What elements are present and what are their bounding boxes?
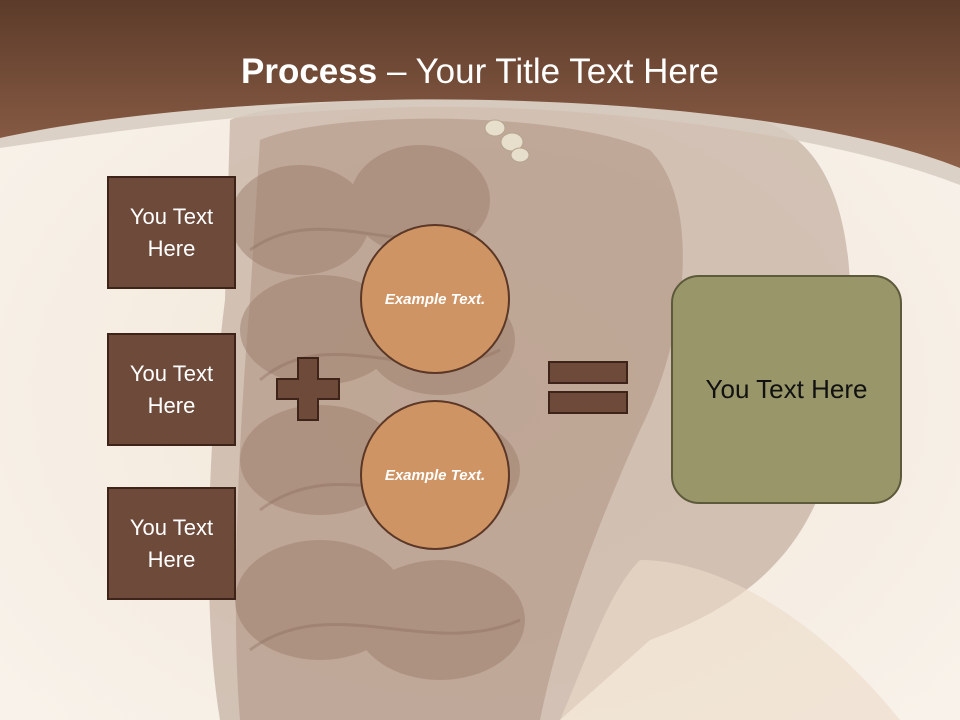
left-box-3[interactable]: You Text Here <box>107 487 236 600</box>
page-title: Process – Your Title Text Here <box>0 52 960 92</box>
title-rest: – Your Title Text Here <box>377 52 719 91</box>
result-box[interactable]: You Text Here <box>671 275 902 504</box>
left-box-1[interactable]: You Text Here <box>107 176 236 289</box>
plus-icon <box>276 357 340 421</box>
title-bold: Process <box>241 52 378 91</box>
header-band <box>0 0 960 185</box>
left-box-2[interactable]: You Text Here <box>107 333 236 446</box>
circle-2[interactable]: Example Text. <box>360 400 510 550</box>
equals-icon <box>548 361 628 414</box>
circle-1[interactable]: Example Text. <box>360 224 510 374</box>
